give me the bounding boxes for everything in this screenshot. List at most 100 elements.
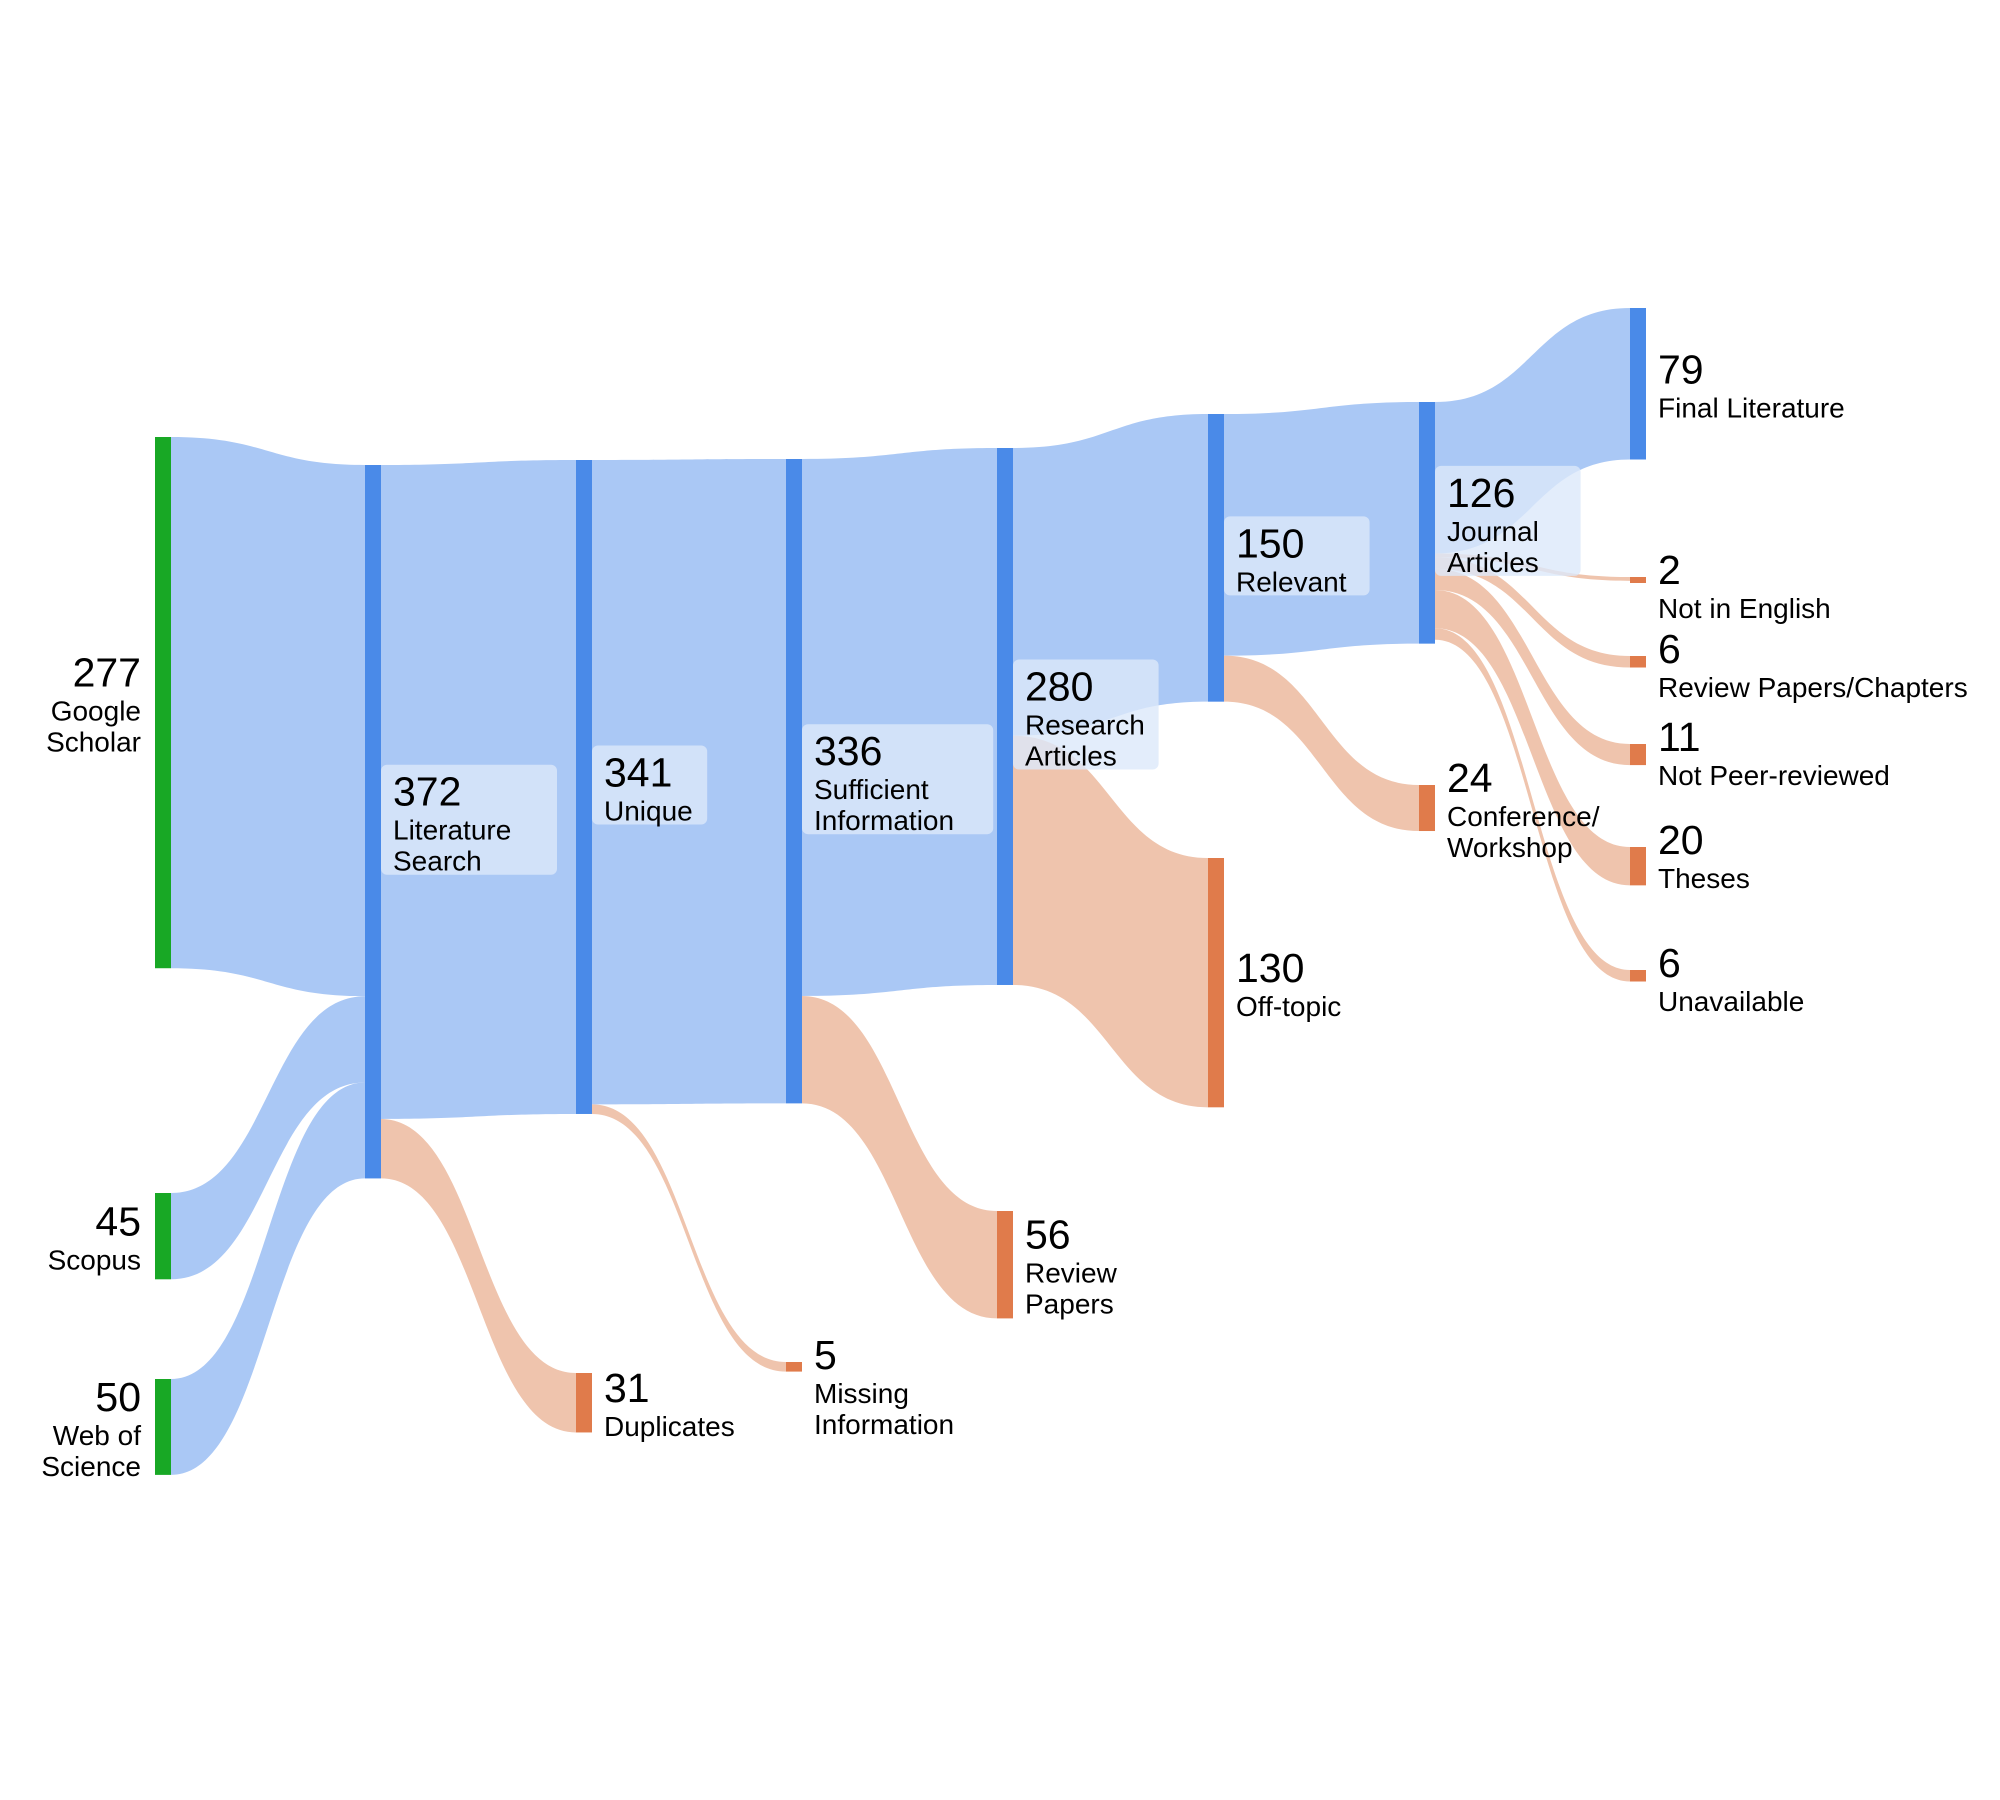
node-label-line: Research xyxy=(1025,709,1145,740)
node-label-line: Sufficient xyxy=(814,774,929,805)
node-conference-workshop xyxy=(1419,785,1435,832)
node-label-line: Web of xyxy=(53,1420,141,1451)
link-sufficient-information-to-research-articles xyxy=(802,448,997,996)
node-label-line: Articles xyxy=(1447,547,1539,578)
node-label-line: Information xyxy=(814,1409,954,1440)
node-label-line: Not in English xyxy=(1658,593,1831,624)
node-label-line: Scholar xyxy=(46,727,141,758)
node-google-scholar xyxy=(155,437,171,969)
node-value: 20 xyxy=(1658,817,1704,863)
node-label-line: Google xyxy=(51,696,141,727)
node-journal-articles xyxy=(1419,402,1435,644)
link-journal-articles-to-theses xyxy=(1435,589,1630,886)
node-value: 341 xyxy=(604,749,672,795)
node-duplicates xyxy=(576,1373,592,1433)
node-relevant xyxy=(1208,414,1224,702)
node-value: 11 xyxy=(1658,714,1701,760)
link-journal-articles-to-not-peer-reviewed xyxy=(1435,568,1630,766)
link-web-of-science-to-literature-search xyxy=(171,1082,365,1475)
node-label-line: Off-topic xyxy=(1236,991,1341,1022)
node-scopus xyxy=(155,1193,171,1280)
node-research-articles xyxy=(997,448,1013,985)
node-value: 336 xyxy=(814,728,882,774)
node-not-peer-reviewed xyxy=(1630,744,1646,766)
link-sufficient-information-to-review-papers xyxy=(802,995,997,1319)
node-not-in-english xyxy=(1630,577,1646,583)
node-label-line: Theses xyxy=(1658,863,1750,894)
node-label-line: Not Peer-reviewed xyxy=(1658,760,1890,791)
node-web-of-science xyxy=(155,1379,171,1475)
link-research-articles-to-off-topic xyxy=(1013,735,1208,1108)
node-theses xyxy=(1630,847,1646,886)
node-label-line: Unique xyxy=(604,795,693,826)
node-label-line: Review Papers/Chapters xyxy=(1658,672,1968,703)
label-box xyxy=(1224,516,1370,596)
node-label-line: Workshop xyxy=(1447,832,1573,863)
node-label-line: Literature xyxy=(393,815,511,846)
link-research-articles-to-relevant xyxy=(1013,414,1208,736)
node-value: 126 xyxy=(1447,470,1515,516)
node-value: 31 xyxy=(604,1365,650,1411)
node-value: 372 xyxy=(393,769,461,815)
node-unique xyxy=(576,460,592,1114)
node-label-line: Review xyxy=(1025,1258,1118,1289)
node-review-papers-chapters xyxy=(1630,656,1646,668)
label-box xyxy=(1013,659,1159,770)
link-scopus-to-literature-search xyxy=(171,996,365,1280)
node-off-topic xyxy=(1208,858,1224,1108)
node-literature-search xyxy=(365,465,381,1179)
node-value: 2 xyxy=(1658,547,1681,593)
node-final-literature xyxy=(1630,308,1646,460)
node-label-line: Scopus xyxy=(48,1245,141,1276)
label-box xyxy=(1435,465,1581,576)
label-box xyxy=(592,745,708,825)
node-label-line: Unavailable xyxy=(1658,986,1804,1017)
label-box xyxy=(802,724,994,835)
node-label-line: Information xyxy=(814,805,954,836)
node-label-line: Journal xyxy=(1447,516,1539,547)
node-value: 5 xyxy=(814,1332,837,1378)
node-label-line: Final Literature xyxy=(1658,392,1845,423)
node-label-line: Relevant xyxy=(1236,566,1347,597)
node-missing-information xyxy=(786,1362,802,1372)
node-value: 277 xyxy=(73,650,141,696)
node-unavailable xyxy=(1630,970,1646,982)
link-journal-articles-to-unavailable xyxy=(1435,628,1630,982)
node-label-line: Conference/ xyxy=(1447,801,1600,832)
link-relevant-to-conference-workshop xyxy=(1224,655,1419,832)
node-label-line: Papers xyxy=(1025,1289,1114,1320)
node-value: 56 xyxy=(1025,1212,1071,1258)
node-value: 150 xyxy=(1236,520,1304,566)
node-value: 6 xyxy=(1658,940,1681,986)
node-label-line: Missing xyxy=(814,1378,909,1409)
node-review-papers xyxy=(997,1211,1013,1319)
node-value: 79 xyxy=(1658,346,1704,392)
node-value: 50 xyxy=(95,1374,141,1420)
link-literature-search-to-duplicates xyxy=(381,1118,576,1433)
link-unique-to-missing-information xyxy=(592,1104,786,1372)
node-label-line: Search xyxy=(393,846,482,877)
node-value: 280 xyxy=(1025,663,1093,709)
node-value: 6 xyxy=(1658,626,1681,672)
node-label-line: Science xyxy=(41,1451,141,1482)
node-value: 45 xyxy=(95,1199,141,1245)
nodes-layer xyxy=(155,308,1646,1475)
